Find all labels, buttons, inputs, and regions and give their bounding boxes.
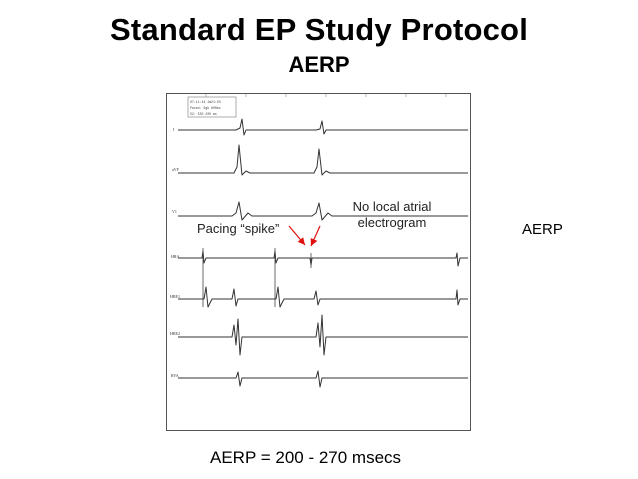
header-line-1: 07:11:44 1m21:03 — [190, 100, 221, 104]
page-title: Standard EP Study Protocol — [109, 12, 529, 47]
trace-lead-avf — [178, 144, 468, 176]
tracing-header-box — [187, 96, 237, 118]
aerp-range-caption: AERP = 200 - 270 msecs — [210, 448, 402, 467]
trace-lead-rva — [178, 370, 468, 388]
trace-lead-i — [178, 118, 468, 136]
lead-label-hra: HRA — [171, 254, 180, 259]
lead-label-hbe1: HBE1 — [170, 294, 180, 299]
annotation-pacing-spike: Pacing “spike” — [197, 221, 280, 236]
lead-label-avf: aVF — [172, 167, 180, 172]
lead-label-rva: RVA — [171, 373, 179, 378]
tracing-frame — [166, 93, 471, 431]
trace-lead-hbe2 — [178, 314, 468, 356]
time-ticks — [205, 94, 447, 97]
trace-lead-hra — [178, 250, 468, 267]
lead-label-v1: V1 — [172, 209, 177, 214]
header-line-2: Paced: Sgb 600ms — [190, 106, 221, 110]
ecg-tracing-image: 07:11:44 1m21:03 Paced: Sgb 600ms S2: 55… — [166, 93, 471, 431]
lead-label-hbe2: HBE2 — [170, 331, 180, 336]
aerp-side-label: AERP — [522, 221, 563, 238]
trace-lead-v1 — [178, 201, 468, 221]
lead-label-i: I — [173, 127, 175, 132]
annotation-no-local-atrial: No local atrial electrogram — [352, 199, 432, 230]
trace-lead-hbe1 — [178, 286, 468, 308]
header-line-3: S2: 550 200 ms — [190, 112, 217, 116]
page-subtitle: AERP — [288, 52, 350, 77]
